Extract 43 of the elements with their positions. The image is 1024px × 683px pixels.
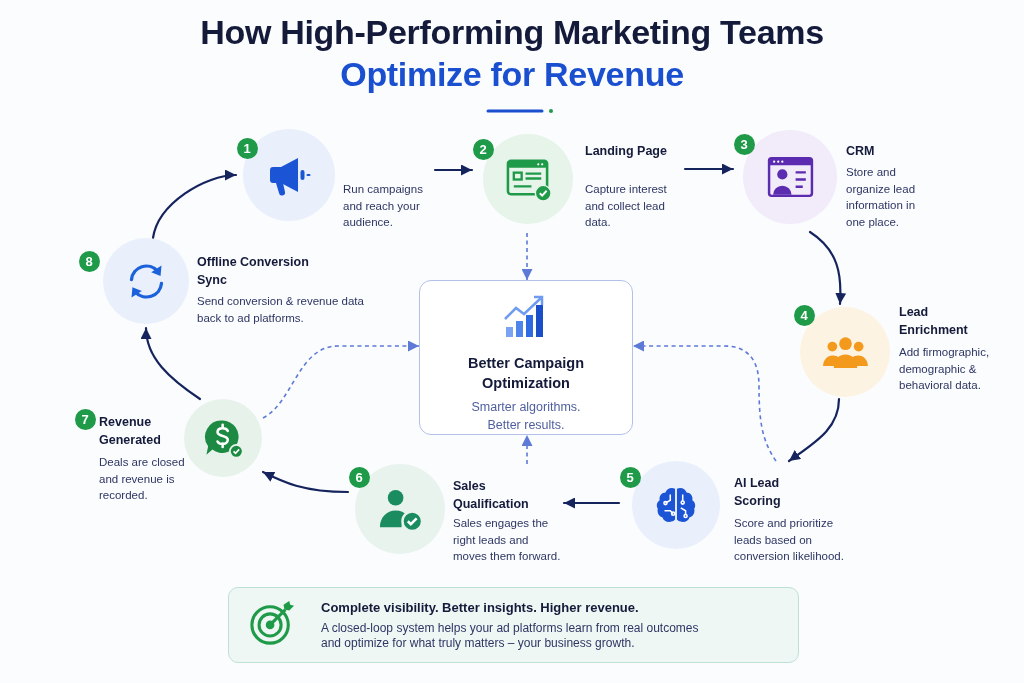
step-description: Score and prioritize leads based on conversion likelihood. <box>734 516 845 564</box>
step-title: Sales Qualification <box>453 478 530 513</box>
step-number: 6 <box>348 466 370 488</box>
step-title: AI Lead Scoring <box>734 475 782 510</box>
arrow <box>787 397 841 463</box>
arrow <box>562 497 621 509</box>
arrow <box>141 326 202 401</box>
step-title: Offline Conversion Sync <box>197 254 310 289</box>
page-subtitle: Optimize for Revenue <box>340 54 684 94</box>
step-number: 2 <box>472 138 494 160</box>
dashed-arrow <box>521 232 533 281</box>
step-number: 7 <box>74 408 96 430</box>
step-title: Landing Page <box>585 143 667 160</box>
step-description: Send conversion & revenue data back to ad platforms. <box>197 294 365 326</box>
arrow <box>433 164 474 176</box>
page-title: How High-Performing Marketing Teams <box>200 12 824 52</box>
step-number: 5 <box>619 466 641 488</box>
card-title: Better Campaign Optimization <box>467 354 585 393</box>
step-title: Lead Enrichment <box>899 304 969 339</box>
step-title: Revenue Generated <box>99 414 162 449</box>
banner-title: Complete visibility. Better insights. Higher revenue. <box>321 599 639 616</box>
step-description: Deals are closed and revenue is recorded. <box>99 455 186 503</box>
summary-banner <box>228 587 799 663</box>
arrow <box>151 170 238 240</box>
step-number: 4 <box>793 304 815 326</box>
step-number: 8 <box>78 250 100 272</box>
step-description: Store and organize lead information in one place. <box>846 165 917 230</box>
card-description: Smarter algorithms. Better results. <box>470 399 582 434</box>
step-number: 1 <box>236 137 258 159</box>
step-number: 3 <box>733 133 755 155</box>
dashed-arrow <box>632 340 777 462</box>
step-description: Sales engages the right leads and moves them forward. <box>453 516 562 564</box>
step-description: Capture interest and collect lead data. <box>585 182 668 230</box>
dashed-arrow <box>262 340 420 419</box>
banner-description: A closed-loop system helps your ad platforms learn from real outcomes and optimize for what truly matters – your business growth. <box>321 620 700 651</box>
arrow <box>808 230 847 306</box>
dashed-arrow <box>521 434 533 465</box>
arrow <box>261 470 350 494</box>
step-description: Add firmographic, demographic & behavioral data. <box>899 345 991 393</box>
summary-card <box>419 280 633 435</box>
step-title: CRM <box>846 143 875 160</box>
step-description: Run campaigns and reach your audience. <box>343 182 424 230</box>
arrow <box>683 163 735 175</box>
